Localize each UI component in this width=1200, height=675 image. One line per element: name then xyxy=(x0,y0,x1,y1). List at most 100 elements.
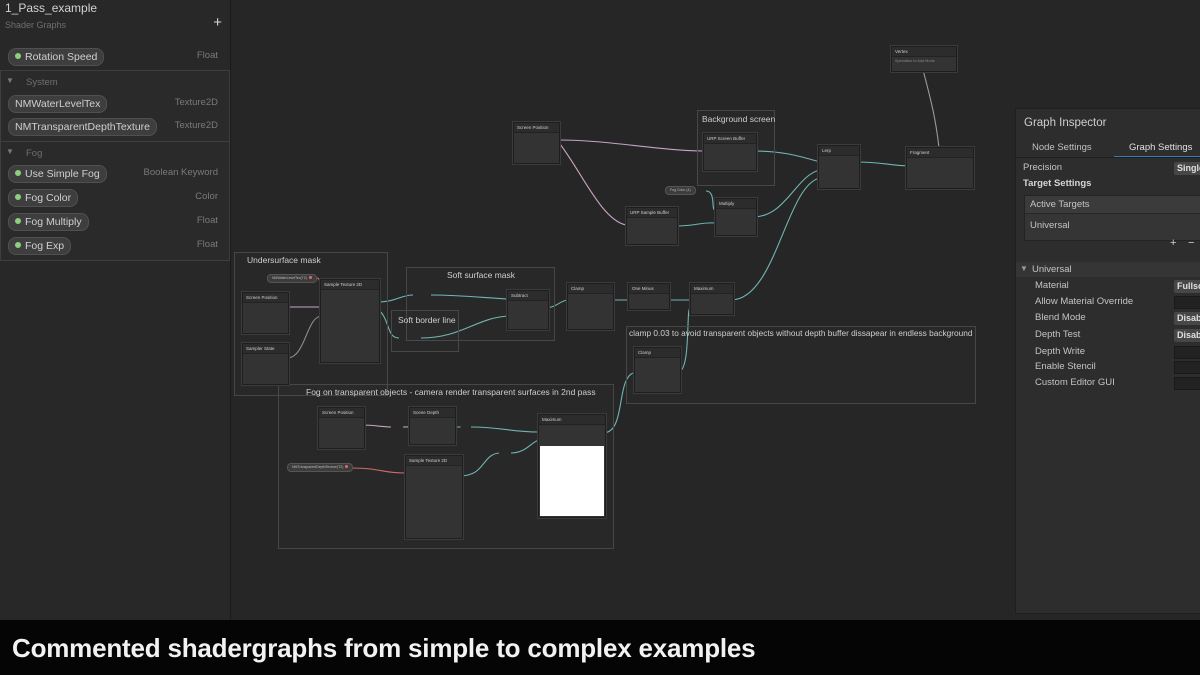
wire-vertex xyxy=(922,69,940,149)
wire-transparent-depth xyxy=(350,467,406,474)
property-pill[interactable]: Use Simple Fog xyxy=(8,165,107,183)
property-row-fog-exp[interactable]: Fog Exp Float xyxy=(1,235,228,255)
wire-multiply xyxy=(752,169,821,218)
node-screen-position-1[interactable]: Screen Position xyxy=(513,122,560,164)
tab-separator xyxy=(1016,157,1200,158)
wire-depth-max xyxy=(470,426,540,433)
node-maximum-1[interactable]: Maximum xyxy=(690,283,734,315)
prop-node-transparent-depth[interactable]: NMTransparentDepthTexture(T2) xyxy=(287,463,354,472)
property-pill[interactable]: NMWaterLevelTex xyxy=(8,95,108,113)
port-dot-icon xyxy=(308,276,312,279)
property-type: Boolean Keyword xyxy=(143,167,218,178)
node-screen-position-2[interactable]: Screen Position xyxy=(242,292,289,334)
wire-screenpos-2 xyxy=(556,139,627,226)
graph-title: 1_Pass_example xyxy=(5,1,98,15)
group-soft-surface[interactable]: Soft surface mask xyxy=(406,267,555,341)
node-multiply[interactable]: Multiply xyxy=(715,198,757,236)
expand-triangle-icon[interactable]: ▼ xyxy=(6,76,14,85)
node-sample-texture-1[interactable]: Sample Texture 2D xyxy=(320,279,380,363)
graph-canvas[interactable]: Undersurface mask Soft surface mask Soft… xyxy=(231,0,1200,620)
precision-dropdown[interactable]: Single xyxy=(1174,162,1200,175)
wire-fogcolor xyxy=(705,190,716,211)
property-type: Float xyxy=(196,215,218,226)
port-dot-icon xyxy=(345,465,349,468)
graph-subtitle: Shader Graphs xyxy=(5,20,67,30)
property-row-use-simple-fog[interactable]: Use Simple Fog Boolean Keyword xyxy=(1,163,228,183)
property-pill[interactable]: Fog Color xyxy=(8,189,79,207)
target-item-universal[interactable]: Universal xyxy=(1030,220,1070,231)
setting-blend-mode-label: Blend Mode xyxy=(1035,312,1086,323)
node-fragment[interactable]: Fragment xyxy=(906,147,974,189)
node-clamp-2[interactable]: Clamp xyxy=(634,347,681,393)
section-header-system[interactable]: ▼ System xyxy=(6,76,58,88)
setting-material-label: Material xyxy=(1035,280,1069,291)
node-lerp[interactable]: Lerp xyxy=(818,145,860,189)
caption-text: Commented shadergraphs from simple to co… xyxy=(12,633,756,663)
remove-target-button[interactable]: − xyxy=(1188,237,1195,249)
property-pill[interactable]: Fog Exp xyxy=(8,237,72,255)
add-target-button[interactable]: + xyxy=(1170,237,1177,249)
group-clamp[interactable]: clamp 0.03 to avoid transparent objects … xyxy=(626,326,976,404)
wire-lerp-out xyxy=(855,161,910,167)
wire-sample2b xyxy=(510,439,540,454)
property-row-fog-color[interactable]: Fog Color Color xyxy=(1,187,228,207)
section-header-fog[interactable]: ▼ Fog xyxy=(6,147,43,159)
allow-override-checkbox[interactable] xyxy=(1174,296,1200,309)
add-property-button[interactable]: + xyxy=(213,14,222,31)
expand-triangle-icon[interactable]: ▼ xyxy=(1020,264,1028,273)
node-one-minus[interactable]: One Minus xyxy=(628,283,670,310)
property-type: Color xyxy=(195,191,218,202)
wire-scenecolor xyxy=(752,150,821,163)
group-fog[interactable]: Fog on transparent objects - camera rend… xyxy=(278,384,614,549)
property-dot-icon xyxy=(15,242,21,248)
property-dot-icon xyxy=(15,194,21,200)
property-pill[interactable]: NMTransparentDepthTexture xyxy=(8,118,158,136)
node-clamp-1[interactable]: Clamp xyxy=(567,283,614,330)
property-pill[interactable]: Fog Multiply xyxy=(8,213,89,231)
group-undersurface[interactable]: Undersurface mask xyxy=(234,252,388,396)
setting-enable-stencil-label: Enable Stencil xyxy=(1035,361,1096,372)
wire-sampler xyxy=(286,315,323,359)
property-type: Texture2D xyxy=(174,97,218,108)
material-dropdown[interactable]: Fullscreen xyxy=(1174,280,1200,293)
node-vertex[interactable]: Vertex Specialise to Add Mode xyxy=(891,46,957,72)
setting-allow-override-label: Allow Material Override xyxy=(1035,296,1134,307)
prop-node-fog-color[interactable]: Fog Color (4) xyxy=(665,186,696,195)
blackboard-panel: 1_Pass_example Shader Graphs + Rotation … xyxy=(0,0,231,620)
node-scene-color[interactable]: URP Screen Buffer xyxy=(703,133,757,171)
node-urp-sample-buffer[interactable]: URP Sample Buffer xyxy=(626,207,678,245)
expand-triangle-icon[interactable]: ▼ xyxy=(6,147,14,156)
node-sample-texture-2[interactable]: Sample Texture 2D xyxy=(405,455,463,539)
property-type: Float xyxy=(196,50,218,61)
property-row-water-level-tex[interactable]: NMWaterLevelTex Texture2D xyxy=(1,93,228,113)
blend-mode-dropdown[interactable]: Disabled xyxy=(1174,312,1200,325)
target-settings-heading: Target Settings xyxy=(1023,178,1092,189)
tab-graph-settings[interactable]: Graph Settings xyxy=(1129,142,1193,153)
depth-write-checkbox[interactable] xyxy=(1174,346,1200,359)
node-scene-depth[interactable]: Scene Depth xyxy=(409,407,456,445)
graph-inspector: Graph Inspector Node Settings Graph Sett… xyxy=(1015,108,1200,614)
node-sampler-state[interactable]: Sampler State xyxy=(242,343,289,385)
wire-urpsample xyxy=(675,222,716,227)
property-row-transparent-depth[interactable]: NMTransparentDepthTexture Texture2D xyxy=(1,116,228,136)
property-row-rotation-speed[interactable]: Rotation Speed Float xyxy=(1,46,228,66)
node-screen-position-3[interactable]: Screen Position xyxy=(318,407,365,449)
prop-node-water-level[interactable]: NMWaterLevelTex(T2) xyxy=(267,274,317,283)
active-targets-list: Active Targets Universal xyxy=(1024,195,1200,241)
depth-test-dropdown[interactable]: Disabled xyxy=(1174,329,1200,342)
property-row-fog-multiply[interactable]: Fog Multiply Float xyxy=(1,211,228,231)
wire-soft2 xyxy=(420,315,509,339)
graph-wires xyxy=(286,69,940,477)
wire-max1 xyxy=(730,177,821,301)
group-background[interactable]: Background screen xyxy=(697,110,775,186)
custom-editor-field[interactable] xyxy=(1174,377,1200,390)
property-pill[interactable]: Rotation Speed xyxy=(8,48,105,66)
tab-node-settings[interactable]: Node Settings xyxy=(1032,142,1092,153)
property-type: Float xyxy=(196,239,218,250)
wire-sample1-a xyxy=(376,294,414,303)
enable-stencil-checkbox[interactable] xyxy=(1174,361,1200,374)
node-subtract[interactable]: Subtract xyxy=(507,290,549,330)
group-soft-border[interactable]: Soft border line xyxy=(391,310,459,352)
setting-custom-editor-label: Custom Editor GUI xyxy=(1035,377,1115,388)
universal-section-header[interactable]: ▼ Universal xyxy=(1016,262,1200,277)
